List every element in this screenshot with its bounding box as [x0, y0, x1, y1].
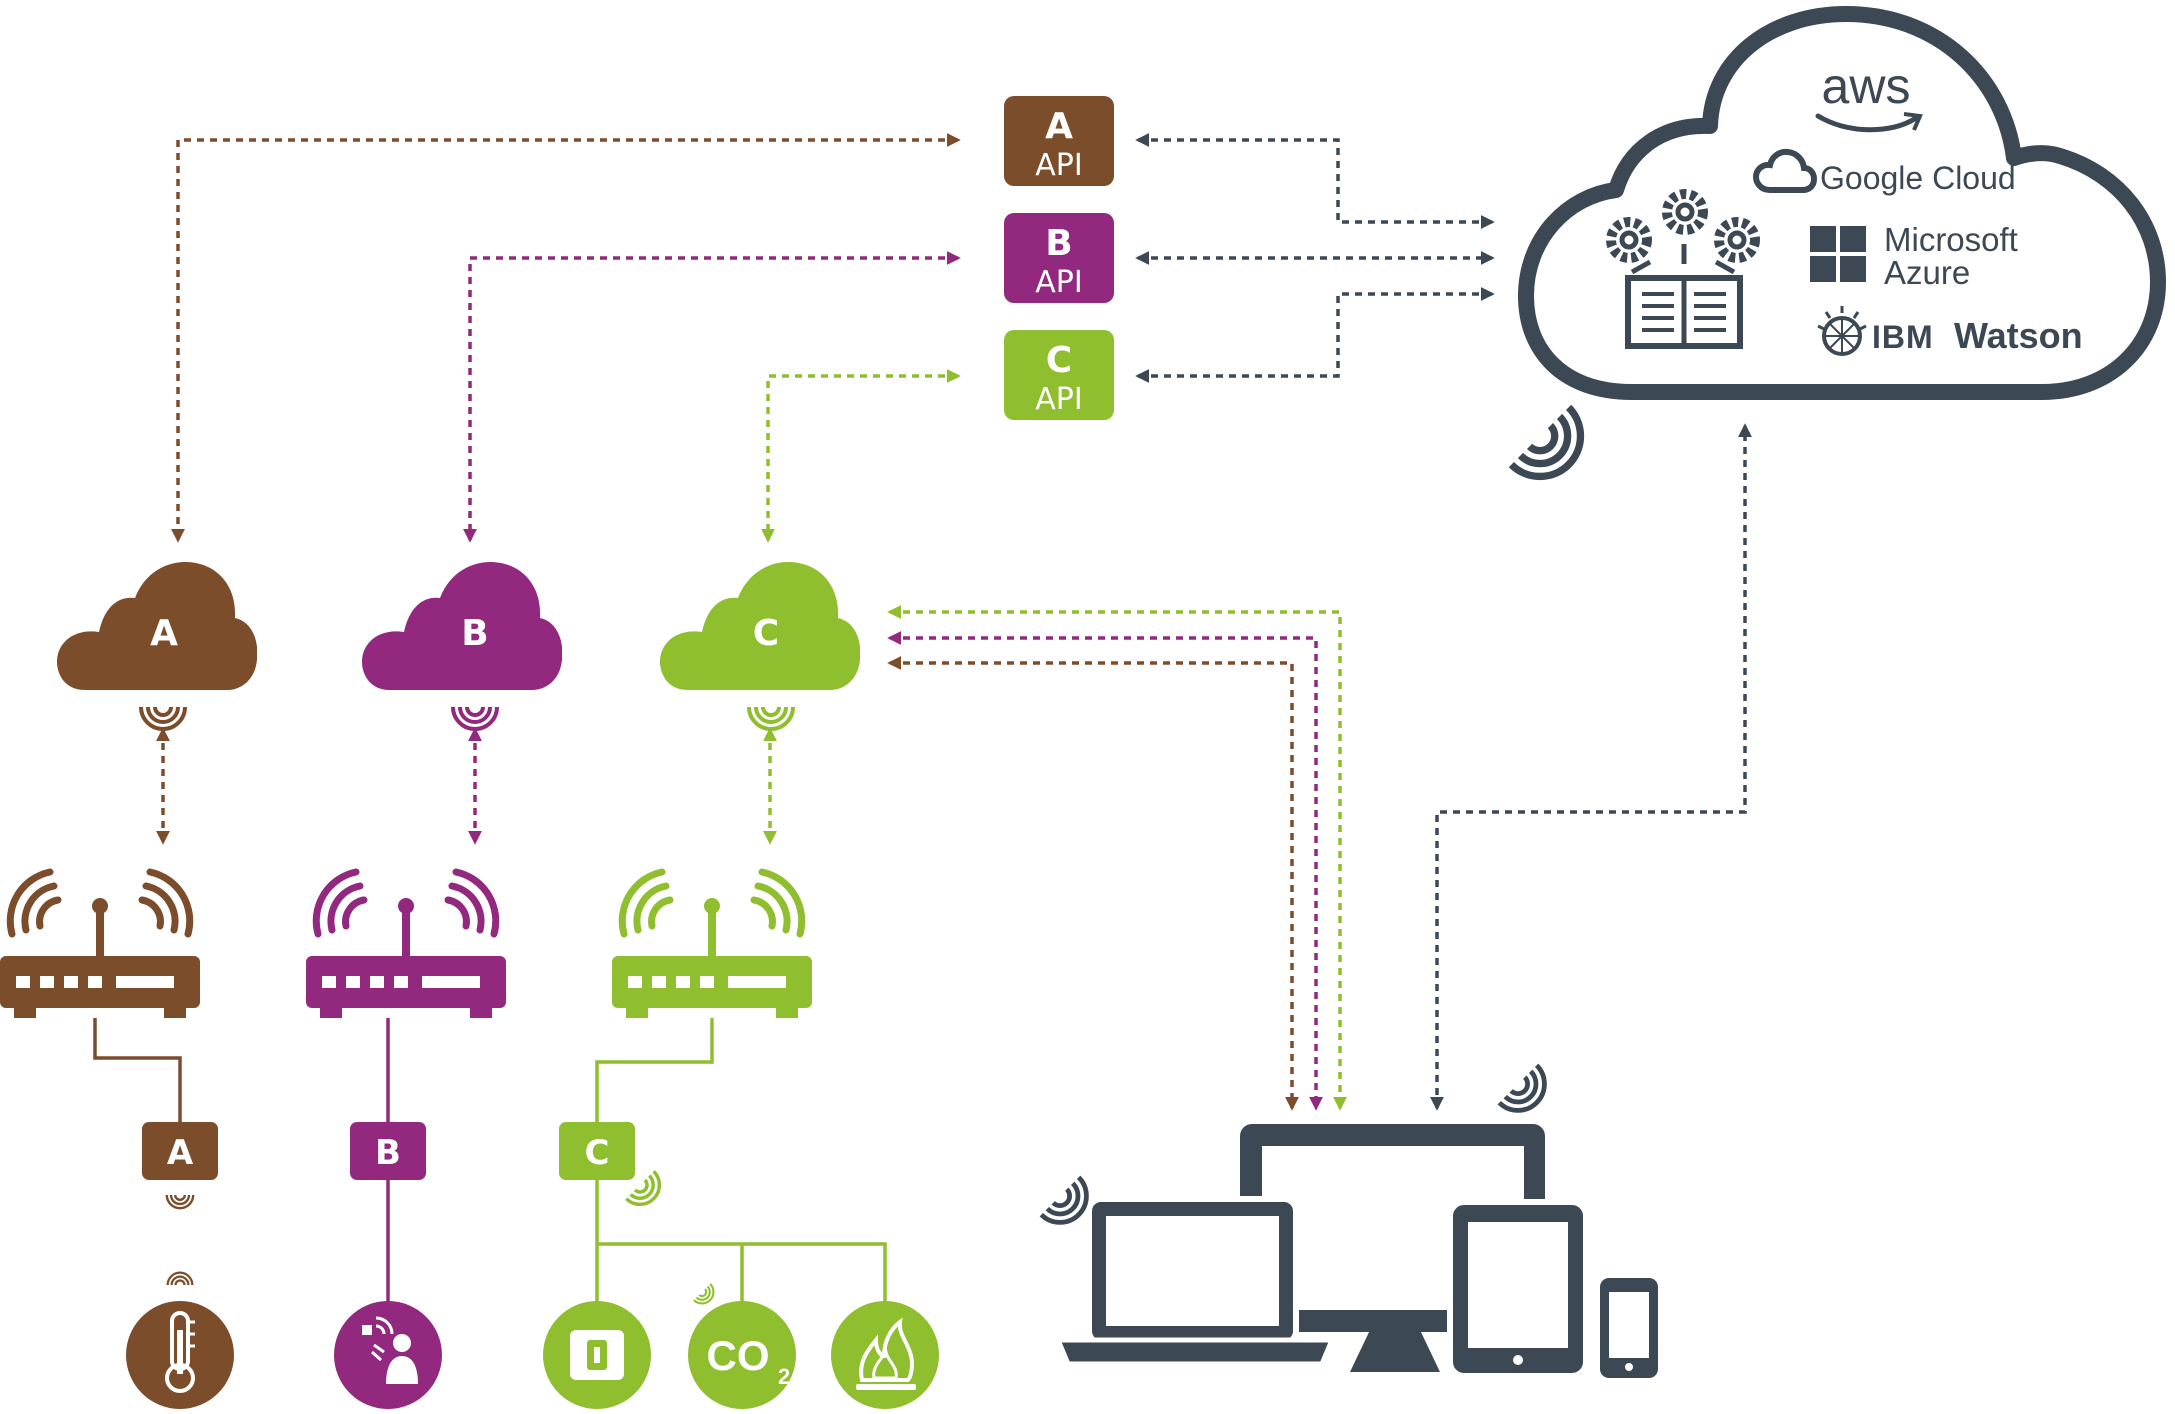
sensor-fire — [831, 1301, 939, 1409]
wifi-icon — [139, 705, 187, 731]
api-c-letter: C — [1046, 340, 1072, 381]
wifi-icon — [692, 1282, 720, 1310]
cloud-b: B — [362, 562, 562, 731]
cloud-c-letter: C — [753, 613, 779, 654]
co2-subscript: 2 — [778, 1364, 790, 1389]
thermometer-icon — [165, 1311, 195, 1393]
aws-smile — [1815, 113, 1919, 133]
co2-icon: CO 2 — [707, 1332, 791, 1389]
microsoft-azure-logo: Microsoft Azure — [1810, 221, 2018, 291]
door-sensor-icon — [570, 1330, 624, 1380]
wifi-icon — [166, 1271, 194, 1287]
fire-icon — [856, 1317, 916, 1390]
connectors — [156, 133, 1752, 1111]
api-a-label: API — [1035, 148, 1082, 183]
wiring — [93, 1018, 887, 1302]
co2-text: CO — [707, 1332, 770, 1379]
api-badge-c: C API — [1004, 330, 1114, 420]
google-cloud-logo: Google Cloud — [1752, 148, 2016, 196]
watson-text: Watson — [1954, 315, 2083, 356]
router-b — [306, 872, 506, 1018]
api-a-letter: A — [1045, 106, 1073, 147]
router-a — [0, 872, 200, 1018]
sensor-co2: CO 2 — [688, 1282, 796, 1409]
sensor-thermometer — [126, 1271, 234, 1409]
gateway-a: A — [142, 1122, 218, 1210]
gateway-b: B — [350, 1122, 426, 1180]
azure-line1: Microsoft — [1884, 221, 2018, 258]
sensor-motion — [334, 1301, 442, 1409]
gateway-c-letter: C — [585, 1133, 610, 1173]
router-c — [612, 872, 812, 1018]
azure-line2: Azure — [1884, 254, 1970, 291]
google-cloud-text: Google Cloud — [1820, 160, 2016, 196]
api-b-label: API — [1035, 265, 1082, 300]
ibm-text: IBM — [1872, 319, 1934, 355]
router-icon — [0, 872, 200, 1018]
wifi-icon — [451, 705, 499, 731]
tablet-icon — [1447, 1199, 1589, 1379]
api-badge-a: A API — [1004, 96, 1114, 186]
wifi-icon — [1499, 1065, 1555, 1121]
phone-icon — [1600, 1278, 1658, 1378]
api-c-label: API — [1035, 382, 1082, 417]
ibm-watson-logo: IBM Watson — [1817, 306, 2083, 356]
aws-logo: aws — [1822, 58, 1911, 114]
router-icon — [306, 872, 506, 1018]
public-cloud: aws Google Cloud Microsoft Azure IBM Wat… — [1518, 6, 2166, 400]
cloud-a: A — [57, 562, 257, 731]
cloud-b-letter: B — [461, 613, 488, 654]
wifi-icon — [165, 1193, 195, 1210]
cloud-a-letter: A — [150, 613, 178, 654]
api-b-letter: B — [1045, 223, 1072, 264]
gateway-b-letter: B — [375, 1133, 401, 1173]
gateway-c: C — [559, 1122, 670, 1215]
api-badge-b: B API — [1004, 213, 1114, 303]
gears-book-icon — [1606, 189, 1760, 349]
wifi-icon — [1511, 407, 1597, 493]
gateway-a-letter: A — [167, 1133, 194, 1173]
motion-person-icon — [362, 1316, 418, 1384]
laptop-icon — [1054, 1196, 1336, 1367]
aws-arrow — [1903, 112, 1923, 131]
cloud-c: C — [660, 562, 860, 731]
wifi-icon — [747, 705, 795, 731]
router-icon — [612, 872, 812, 1018]
devices — [1041, 1065, 1658, 1379]
sensor-door — [543, 1301, 651, 1409]
